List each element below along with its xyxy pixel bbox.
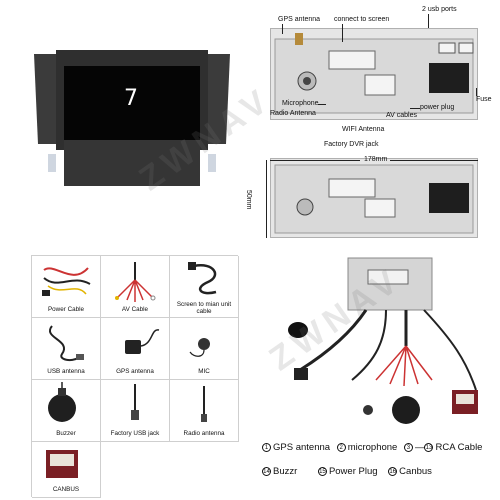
accessory-label: GPS antenna bbox=[116, 368, 154, 375]
legend-text: Buzzr bbox=[273, 466, 298, 477]
accessories-grid: Power Cable AV Cable Screen to mian unit… bbox=[31, 255, 239, 498]
accessory-label: Radio antenna bbox=[183, 430, 225, 437]
rear-view-diagram: GPS antenna connect to screen 2 usb port… bbox=[245, 0, 500, 245]
legend-text: Power Plug bbox=[328, 466, 378, 477]
legend-number: 3 bbox=[403, 442, 413, 452]
accessory-label: CANBUS bbox=[52, 486, 80, 493]
leader-line bbox=[476, 88, 477, 96]
leader-line bbox=[318, 104, 326, 105]
legend-text: Canbus bbox=[399, 466, 432, 477]
radio-antenna-icon bbox=[201, 386, 207, 422]
label-radio-antenna: Radio Antenna bbox=[270, 110, 316, 117]
legend-number: 16 bbox=[388, 466, 398, 476]
label-power-plug: power plug bbox=[420, 104, 455, 111]
buzzer-icon bbox=[48, 382, 76, 422]
leader-line bbox=[282, 24, 283, 34]
rear-unit-bottom bbox=[270, 158, 478, 238]
accessory-label: Buzzer bbox=[56, 430, 76, 437]
label-fuse: Fuse bbox=[476, 96, 492, 103]
wiring-drawing bbox=[288, 257, 478, 424]
legend-text: RCA Cable bbox=[435, 442, 483, 453]
legend-text: microphone bbox=[347, 442, 398, 453]
accessory-label: Screen to mian unit cable bbox=[176, 301, 232, 315]
legend-number: 15 bbox=[317, 466, 327, 476]
legend-text: — bbox=[414, 442, 425, 453]
accessory-label: MIC bbox=[198, 368, 210, 375]
head-unit-front: 7 bbox=[34, 40, 230, 188]
accessory-gps-antenna: GPS antenna bbox=[101, 318, 170, 380]
legend-number: 13 bbox=[424, 442, 434, 452]
label-height: 50mm bbox=[245, 190, 252, 210]
usb-jack-icon bbox=[131, 384, 139, 420]
leader-line bbox=[428, 14, 429, 28]
gps-antenna-icon bbox=[125, 329, 160, 354]
canbus-box-icon bbox=[46, 450, 78, 478]
dimension-line-width bbox=[390, 160, 478, 161]
microphone-icon bbox=[189, 338, 210, 357]
dimension-line-height bbox=[266, 160, 267, 238]
usb-antenna-icon bbox=[48, 325, 84, 362]
legend-number: 1 bbox=[262, 442, 271, 452]
label-av-cables: AV cables bbox=[386, 112, 417, 119]
accessory-av-cable: AV Cable bbox=[101, 256, 170, 318]
accessory-usb-antenna: USB antenna bbox=[32, 318, 101, 380]
screen-digit: 7 bbox=[124, 86, 138, 111]
label-gps-antenna: GPS antenna bbox=[278, 16, 321, 23]
label-microphone: Microphone bbox=[282, 100, 319, 107]
rear-unit-top-drawing bbox=[274, 33, 474, 114]
head-unit-drawing bbox=[34, 50, 230, 186]
label-connect-to-screen: connect to screen bbox=[334, 16, 390, 23]
label-usb-ports: 2 usb ports bbox=[422, 6, 457, 13]
av-cable-icon bbox=[115, 262, 156, 302]
accessory-label: AV Cable bbox=[121, 306, 149, 313]
label-factory-dvr-jack: Factory DVR jack bbox=[324, 141, 379, 148]
accessory-label: Power Cable bbox=[47, 306, 85, 313]
power-cable-icon bbox=[42, 267, 91, 296]
accessory-radio-antenna: Radio antenna bbox=[170, 380, 239, 442]
accessory-power-cable: Power Cable bbox=[32, 256, 101, 318]
accessory-buzzer: Buzzer bbox=[32, 380, 101, 442]
accessory-factory-usb-jack: Factory USB jack bbox=[101, 380, 170, 442]
accessory-mic: MIC bbox=[170, 318, 239, 380]
legend-text: GPS antenna bbox=[273, 442, 331, 453]
leader-line bbox=[342, 24, 343, 42]
legend-number: 14 bbox=[262, 466, 271, 476]
accessory-label: USB antenna bbox=[47, 368, 85, 375]
accessory-screen-cable: Screen to mian unit cable bbox=[170, 256, 239, 318]
dimension-line-width bbox=[270, 160, 360, 161]
rear-unit-bottom-drawing bbox=[274, 164, 474, 234]
accessory-canbus: CANBUS bbox=[32, 442, 101, 498]
accessory-label: Factory USB jack bbox=[110, 430, 160, 437]
label-wifi-antenna: WIFI Antenna bbox=[342, 126, 385, 133]
rear-unit-top bbox=[270, 28, 478, 120]
leader-line bbox=[410, 108, 420, 109]
legend-number: 2 bbox=[336, 442, 346, 452]
screen-cable-icon bbox=[188, 262, 217, 295]
label-width: 178mm bbox=[364, 156, 388, 163]
